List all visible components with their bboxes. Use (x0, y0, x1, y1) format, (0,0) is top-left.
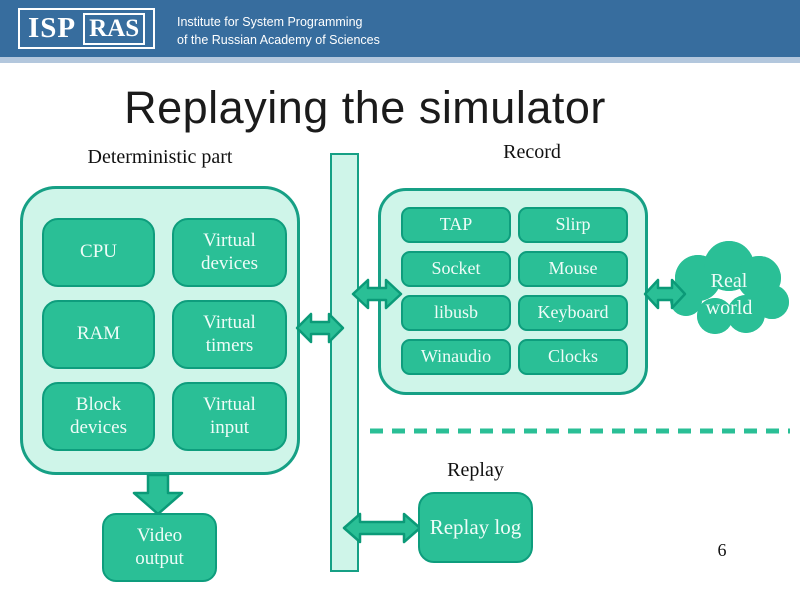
box-clocks: Clocks (518, 339, 628, 375)
header-accent-strip (0, 57, 800, 63)
box-cpu: CPU (42, 218, 155, 287)
box-virtual-devices: Virtual devices (172, 218, 287, 287)
box-block-devices: Block devices (42, 382, 155, 451)
logo-ras-text: RAS (83, 12, 146, 45)
record-replay-separator (370, 428, 790, 434)
cloud-text-line2: world (706, 297, 753, 319)
org-name-line2: of the Russian Academy of Sciences (177, 33, 380, 48)
box-libusb: libusb (401, 295, 511, 331)
slide-title: Replaying the simulator (124, 82, 606, 133)
box-tap: TAP (401, 207, 511, 243)
deterministic-container: CPU Virtual devices RAM Virtual timers B… (20, 186, 300, 475)
arrow-record-cloud-icon (643, 278, 687, 310)
org-name-line1: Institute for System Programming (177, 15, 363, 29)
record-label: Record (503, 141, 561, 163)
logo-isp-text: ISP (28, 12, 77, 44)
ispras-logo: ISP RAS (18, 8, 156, 49)
org-name: Institute for System Programming of the … (177, 13, 380, 49)
arrow-bar-record-icon (351, 278, 403, 310)
box-virtual-input: Virtual input (172, 382, 287, 451)
real-world-cloud: Real world (670, 241, 789, 334)
box-winaudio: Winaudio (401, 339, 511, 375)
arrow-bar-replaylog-icon (342, 512, 422, 544)
box-keyboard: Keyboard (518, 295, 628, 331)
record-container: TAP Slirp Socket Mouse libusb Keyboard W… (378, 188, 648, 395)
box-socket: Socket (401, 251, 511, 287)
box-slirp: Slirp (518, 207, 628, 243)
cloud-text-line1: Real (711, 270, 748, 292)
interface-bar (330, 153, 359, 572)
arrow-video-output-down-icon (132, 474, 184, 515)
replay-label: Replay (447, 459, 504, 481)
box-virtual-timers: Virtual timers (172, 300, 287, 369)
box-mouse: Mouse (518, 251, 628, 287)
box-replay-log: Replay log (418, 492, 533, 563)
arrow-deterministic-bar-icon (295, 312, 345, 344)
page-number: 6 (717, 540, 727, 560)
box-video-output: Video output (102, 513, 217, 582)
header-bar: ISP RAS Institute for System Programming… (0, 0, 800, 57)
deterministic-part-label: Deterministic part (87, 146, 233, 168)
box-ram: RAM (42, 300, 155, 369)
